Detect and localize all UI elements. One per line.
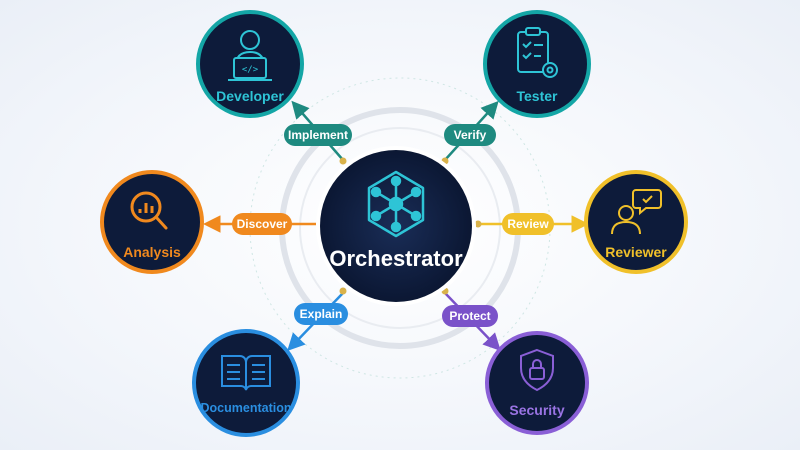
- shield-lock-icon: [520, 348, 554, 392]
- orchestrator-title: Orchestrator: [329, 246, 463, 271]
- documentation-node: Documentation: [192, 329, 300, 437]
- security-label: Security: [509, 402, 564, 418]
- developer-label: Developer: [216, 88, 284, 104]
- connector-review: Review: [474, 213, 589, 235]
- protect-pill: [442, 305, 498, 327]
- reviewer-label: Reviewer: [605, 244, 667, 260]
- connector-implement: Implement: [284, 100, 352, 165]
- person-speech-check-icon: [611, 189, 662, 235]
- discover-label: Discover: [237, 217, 288, 231]
- developer-laptop-icon: </>: [228, 30, 272, 81]
- implement-anchor-dot: [339, 157, 347, 165]
- review-pill: [502, 213, 554, 235]
- security-circle: [485, 331, 589, 435]
- verify-pill: [444, 124, 496, 146]
- analysis-circle: [100, 170, 204, 274]
- protect-label: Protect: [449, 309, 490, 323]
- implement-pill: [284, 124, 352, 146]
- analysis-node: Analysis: [100, 170, 204, 274]
- implement-label: Implement: [288, 128, 348, 142]
- review-label: Review: [507, 217, 549, 231]
- tester-node: Tester: [483, 10, 591, 118]
- connector-discover: Discover: [203, 213, 316, 235]
- clipboard-checklist-gear-icon: [517, 27, 558, 78]
- discover-pill: [232, 213, 292, 235]
- verify-label: Verify: [454, 128, 487, 142]
- connector-explain: Explain: [287, 287, 348, 352]
- analysis-label: Analysis: [123, 244, 181, 260]
- explain-anchor-dot: [339, 287, 347, 295]
- inner-orbit-ring: [299, 127, 501, 329]
- network-hub-icon: [367, 170, 425, 238]
- explain-pill: [294, 303, 348, 325]
- reviewer-node: Reviewer: [584, 170, 688, 274]
- explain-label: Explain: [300, 307, 343, 321]
- svg-text:</>: </>: [242, 65, 259, 75]
- orchestrator-node: Orchestrator: [316, 146, 476, 306]
- developer-node: </> Developer: [196, 10, 304, 118]
- security-node: Security: [485, 331, 589, 435]
- tester-circle: [483, 10, 591, 118]
- review-anchor-dot: [474, 220, 482, 228]
- connector-protect: Protect: [441, 287, 501, 352]
- documentation-label: Documentation: [201, 401, 292, 415]
- tester-label: Tester: [517, 88, 559, 104]
- magnifier-chart-icon: [130, 191, 168, 230]
- open-book-icon: [221, 355, 271, 391]
- connector-verify: Verify: [441, 100, 499, 165]
